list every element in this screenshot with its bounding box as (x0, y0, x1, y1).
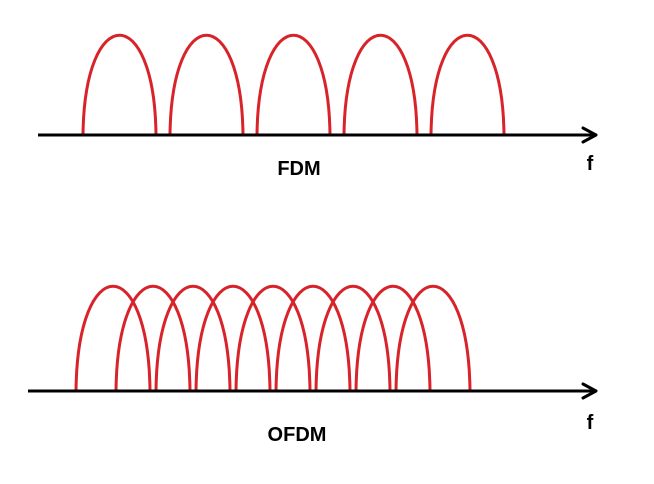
ofdm-carrier-5 (234, 285, 312, 393)
ofdm-carrier-7 (314, 285, 392, 393)
fdm-axis-arrow-icon (581, 126, 598, 144)
ofdm-carrier-2 (114, 285, 192, 393)
fdm-carrier-4 (342, 34, 419, 137)
fdm-carrier-1 (81, 34, 158, 137)
fdm-carrier-3 (255, 34, 332, 137)
fdm-carrier-2 (168, 34, 245, 137)
fdm-panel: FDM f (38, 34, 598, 180)
ofdm-carrier-4 (194, 285, 272, 393)
ofdm-carrier-8 (354, 285, 432, 393)
ofdm-carrier-1 (74, 285, 152, 393)
ofdm-axis-symbol: f (587, 412, 594, 434)
ofdm-carrier-3 (154, 285, 232, 393)
ofdm-label: OFDM (268, 424, 327, 446)
fdm-carriers (81, 34, 506, 137)
ofdm-carrier-9 (394, 285, 472, 393)
fdm-label: FDM (277, 158, 320, 180)
fdm-carrier-5 (429, 34, 506, 137)
ofdm-panel: OFDM f (28, 285, 598, 446)
ofdm-carriers (74, 285, 472, 393)
fdm-axis-symbol: f (587, 153, 594, 175)
ofdm-carrier-6 (274, 285, 352, 393)
ofdm-axis-arrow-icon (581, 382, 598, 400)
